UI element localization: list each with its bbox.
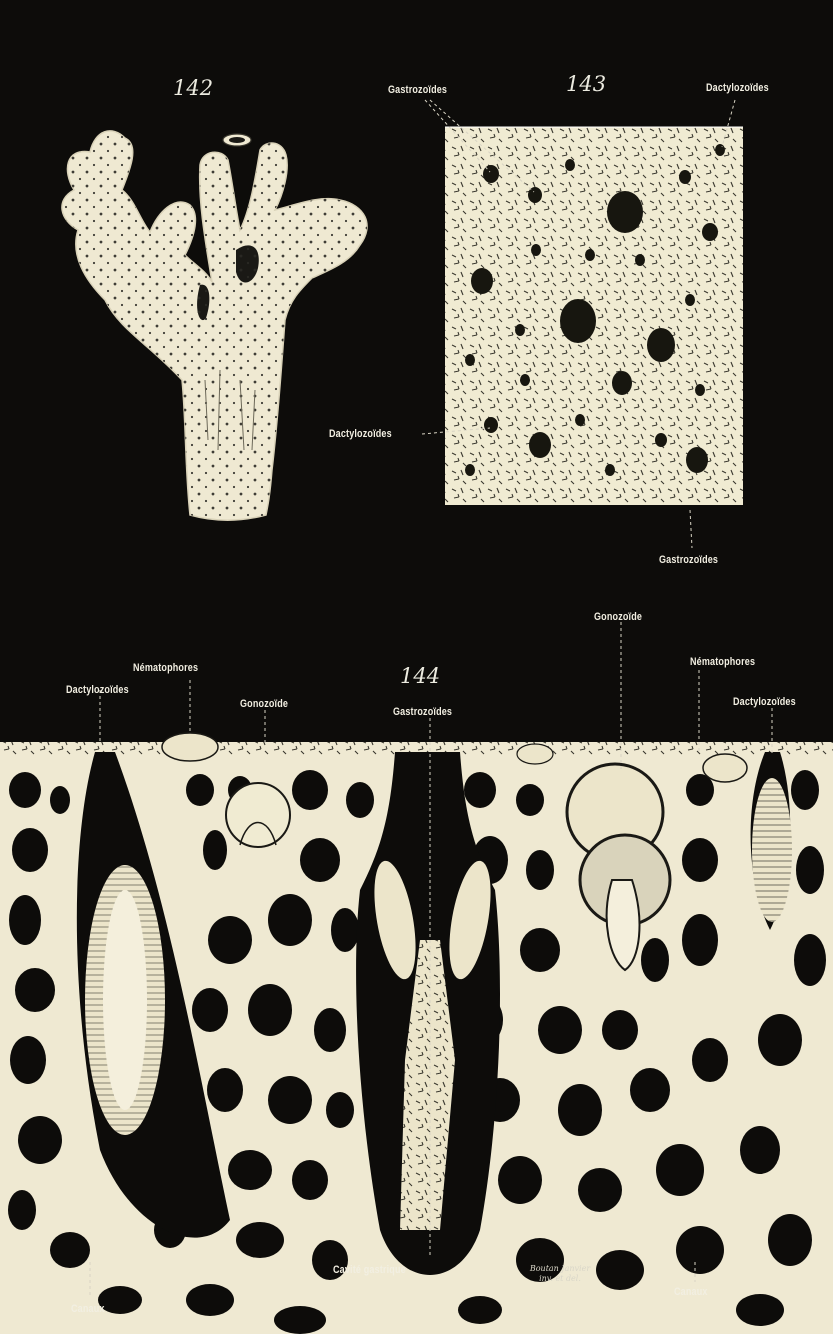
label-dactylozoides-left: Dactylozoïdes	[329, 428, 392, 440]
label-nematophores-left: Nématophores	[133, 662, 198, 674]
label-gonozoide-left: Gonozoïde	[240, 698, 288, 710]
label-canaux-left: Canaux	[71, 1303, 105, 1315]
fig144-cross-section	[0, 733, 833, 1334]
signature-line-2: inv. et del.	[510, 1274, 610, 1284]
artist-signature: Boutan Janvier inv. et del.	[510, 1264, 610, 1284]
label-dactylozoides-top: Dactylozoïdes	[706, 82, 769, 94]
label-gastrozoides-bottom: Gastrozoïdes	[659, 554, 718, 566]
fig142-coral	[62, 131, 367, 520]
fig143-surface-block	[445, 127, 743, 505]
signature-line-1: Boutan Janvier	[510, 1264, 610, 1274]
label-gonozoide-right: Gonozoïde	[594, 611, 642, 623]
figure-number-142: 142	[173, 76, 213, 100]
label-gastrozoides-top: Gastrozoïdes	[388, 84, 447, 96]
figure-number-144: 144	[400, 664, 440, 688]
label-nematophores-right: Nématophores	[690, 656, 755, 668]
label-dactylozoides-left-144: Dactylozoïdes	[66, 684, 129, 696]
label-canaux-right: Canaux	[674, 1286, 708, 1298]
label-gastrozoides-center: Gastrozoïdes	[393, 706, 452, 718]
label-cavite-gastrique: Cavité gastrique	[333, 1264, 406, 1276]
figure-number-143: 143	[566, 72, 606, 96]
label-dactylozoides-right: Dactylozoïdes	[733, 696, 796, 708]
